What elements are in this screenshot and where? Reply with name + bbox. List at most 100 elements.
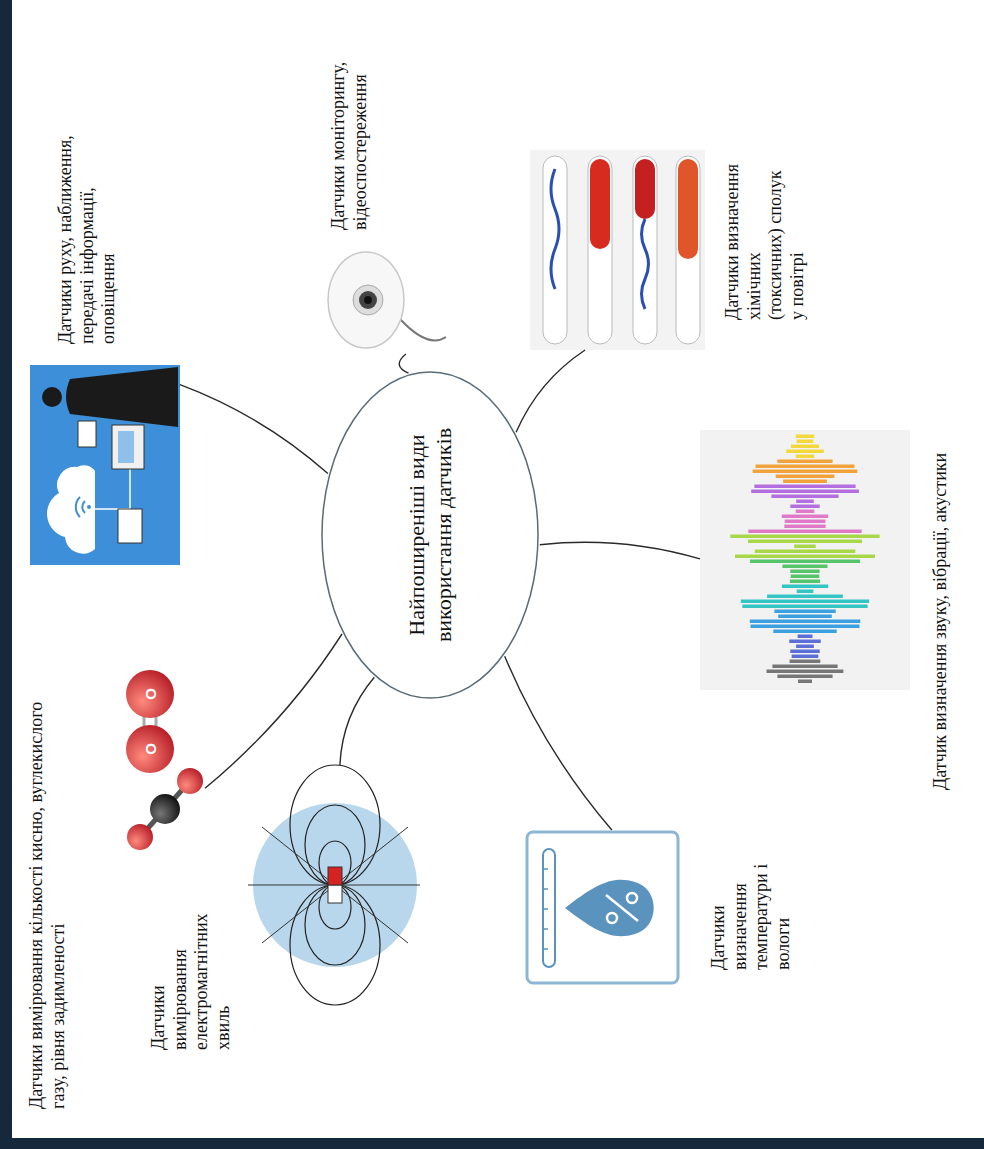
wave-bar <box>771 495 838 499</box>
wave-bar <box>790 580 820 584</box>
cloud-network-picture <box>30 365 180 565</box>
wave-bar <box>791 445 819 449</box>
wave-bar <box>791 575 820 579</box>
wave-bar <box>794 545 816 549</box>
field-line <box>290 885 380 1005</box>
sensor-label: Датчик визначення звуку, вібрації, акуст… <box>930 350 952 790</box>
connector <box>205 634 342 788</box>
field-line <box>319 841 351 885</box>
atom-letter: O <box>126 725 174 773</box>
wave-bar <box>773 630 836 634</box>
connector-line <box>399 354 408 373</box>
connector-line <box>505 656 612 830</box>
field-line <box>290 765 380 885</box>
humidity-icon <box>527 832 678 983</box>
sensor-label: Датчики вимірювання електромагнітних хви… <box>148 890 234 1050</box>
test-tube <box>588 156 612 344</box>
liquid <box>678 159 698 259</box>
wave-bar <box>790 505 819 509</box>
field-line <box>305 805 365 885</box>
test-tube <box>543 156 567 344</box>
lens-ring <box>353 285 383 315</box>
ink <box>551 169 559 289</box>
wave-bar <box>753 470 858 474</box>
test-tubes-picture <box>530 150 705 350</box>
center-title: Найпоширеніші види використання датчиків <box>403 410 458 660</box>
molecule-picture <box>126 670 203 850</box>
wave-bar <box>755 550 856 554</box>
field-line <box>305 885 365 965</box>
sensor-group: Датчики вимірювання електромагнітних хви… <box>148 765 420 1050</box>
device-icon <box>112 425 144 469</box>
sensor-label: Датчики вимірювання кількості кисню, вуг… <box>26 679 69 1109</box>
wave-bar <box>751 625 860 629</box>
wave-bar <box>756 465 855 469</box>
sensor-group: Датчики визначення температури і вологи <box>525 830 794 985</box>
white-panel <box>12 0 984 1138</box>
wave-bar <box>797 440 814 444</box>
wave-bar <box>796 645 814 649</box>
percent-sign <box>627 893 637 903</box>
sensor-group: Датчики визначення хімічних (токсичних) … <box>530 150 808 350</box>
camera-body <box>328 252 404 348</box>
wave-bar <box>742 605 867 609</box>
oxygen-atom <box>127 824 153 850</box>
connector <box>540 542 700 559</box>
wave-bar <box>767 670 844 674</box>
thermometer <box>543 849 555 967</box>
wave-bar <box>798 680 812 684</box>
wave-bar <box>748 530 861 534</box>
sensor-label: Датчики визначення температури і вологи <box>708 835 794 970</box>
wave-bar <box>783 480 827 484</box>
wave-bar <box>796 455 814 459</box>
icon-frame <box>527 832 678 983</box>
oxygen-atom <box>126 725 174 773</box>
wave-bar <box>792 655 819 659</box>
wave-bar <box>790 650 819 654</box>
liquid <box>635 159 655 219</box>
wave-bar <box>777 460 832 464</box>
connector-line <box>180 385 328 474</box>
wave-bar <box>796 435 815 439</box>
wave-bar <box>751 490 859 494</box>
sensor-group: Датчики руху, наближення, передачі інфор… <box>30 114 180 565</box>
percent-sign <box>606 895 638 921</box>
sensor-label: Датчики моніторингу, відеоспостереження <box>328 40 371 230</box>
sound-wave-picture <box>700 430 910 690</box>
connector-line <box>340 677 374 765</box>
field-ray <box>248 827 420 943</box>
wave-bar <box>784 525 825 529</box>
wave-bar <box>796 500 814 504</box>
wave-bar <box>767 595 843 599</box>
connector <box>399 354 408 373</box>
lens-core <box>364 296 372 304</box>
ellipse-shape <box>322 372 538 698</box>
sensor-group: Датчик визначення звуку, вібрації, акуст… <box>700 350 952 790</box>
wave-bar <box>772 665 837 669</box>
wave-bar <box>754 485 855 489</box>
wave-bar <box>789 640 820 644</box>
wave-bar <box>796 510 815 514</box>
connector <box>180 385 328 474</box>
wave-bar <box>797 590 814 594</box>
connector-line <box>205 634 342 788</box>
test-tube <box>633 156 657 344</box>
wave-bar <box>778 615 832 619</box>
ellipse-outline <box>320 370 540 700</box>
picture-ground <box>700 430 910 690</box>
atom-letter: O <box>126 670 174 718</box>
oxygen-atom <box>177 768 203 794</box>
wave-bar <box>741 600 869 604</box>
tablet <box>78 421 96 447</box>
sensor-group: Датчики моніторингу, відеоспостереження <box>325 40 445 354</box>
cloud-icon <box>47 465 95 553</box>
wifi-icon <box>76 497 85 517</box>
wave-bar <box>785 520 826 524</box>
oxygen-atom <box>126 670 174 718</box>
connector-line <box>516 350 585 432</box>
wave-bar <box>774 610 835 614</box>
connector <box>516 350 585 432</box>
sensor-label: Датчики руху, наближення, передачі інфор… <box>55 114 120 344</box>
test-tube <box>676 156 700 344</box>
